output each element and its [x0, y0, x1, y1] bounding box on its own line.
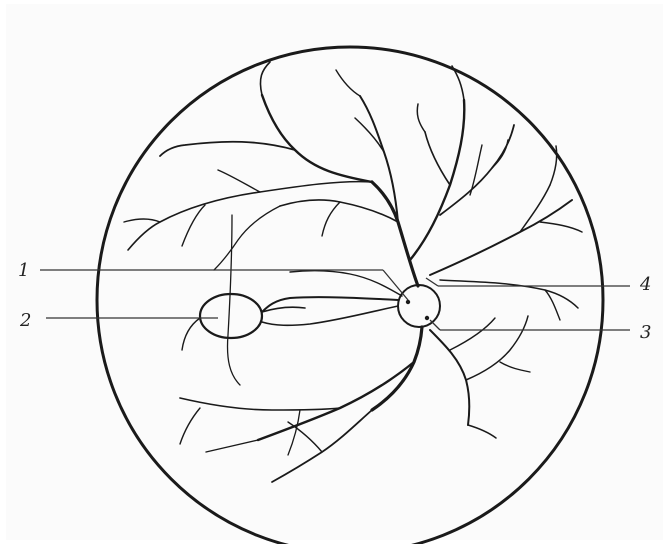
callout-label-2: 2: [19, 310, 31, 331]
callout-label-4: 4: [639, 274, 651, 295]
optic-disc-vessel-dot: [425, 316, 429, 320]
optic-disc-center-dot: [406, 300, 410, 304]
callout-label-1: 1: [18, 260, 29, 281]
callout-label-3: 3: [640, 322, 651, 343]
